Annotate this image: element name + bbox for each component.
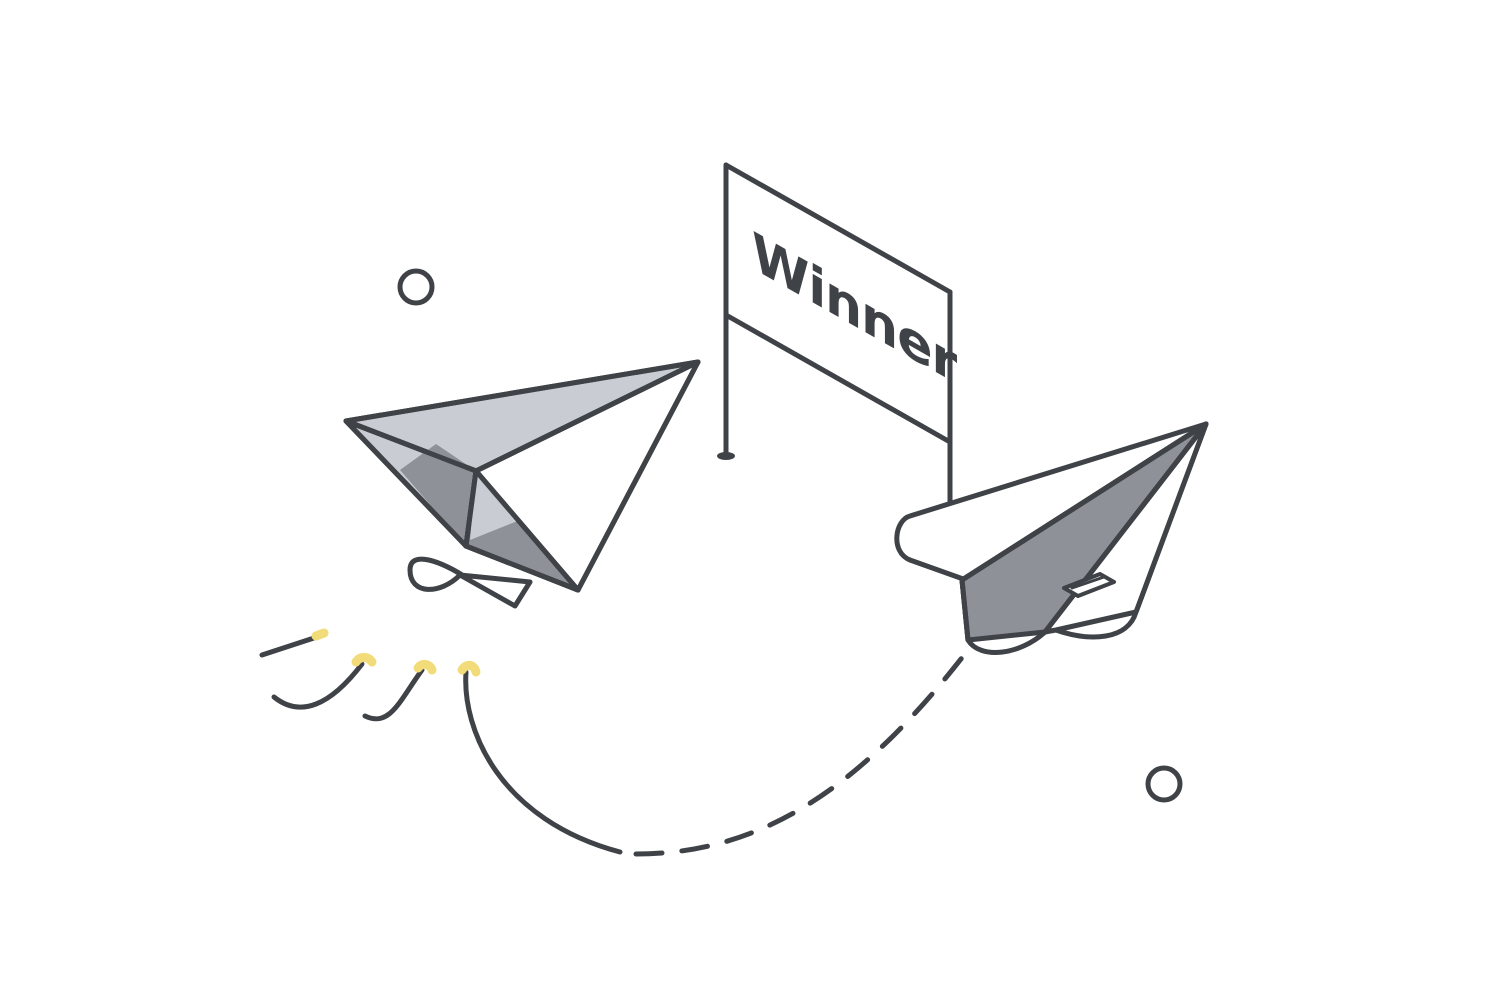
paper-plane-left-icon: [343, 359, 701, 609]
finish-banner-icon: Winner: [717, 162, 957, 508]
decor-circle-bottom: [1145, 765, 1183, 803]
motion-lines: [259, 628, 623, 855]
decor-circle-top: [397, 268, 435, 306]
dashed-flight-path: [633, 647, 971, 857]
paper-plane-right-icon: [894, 421, 1209, 655]
